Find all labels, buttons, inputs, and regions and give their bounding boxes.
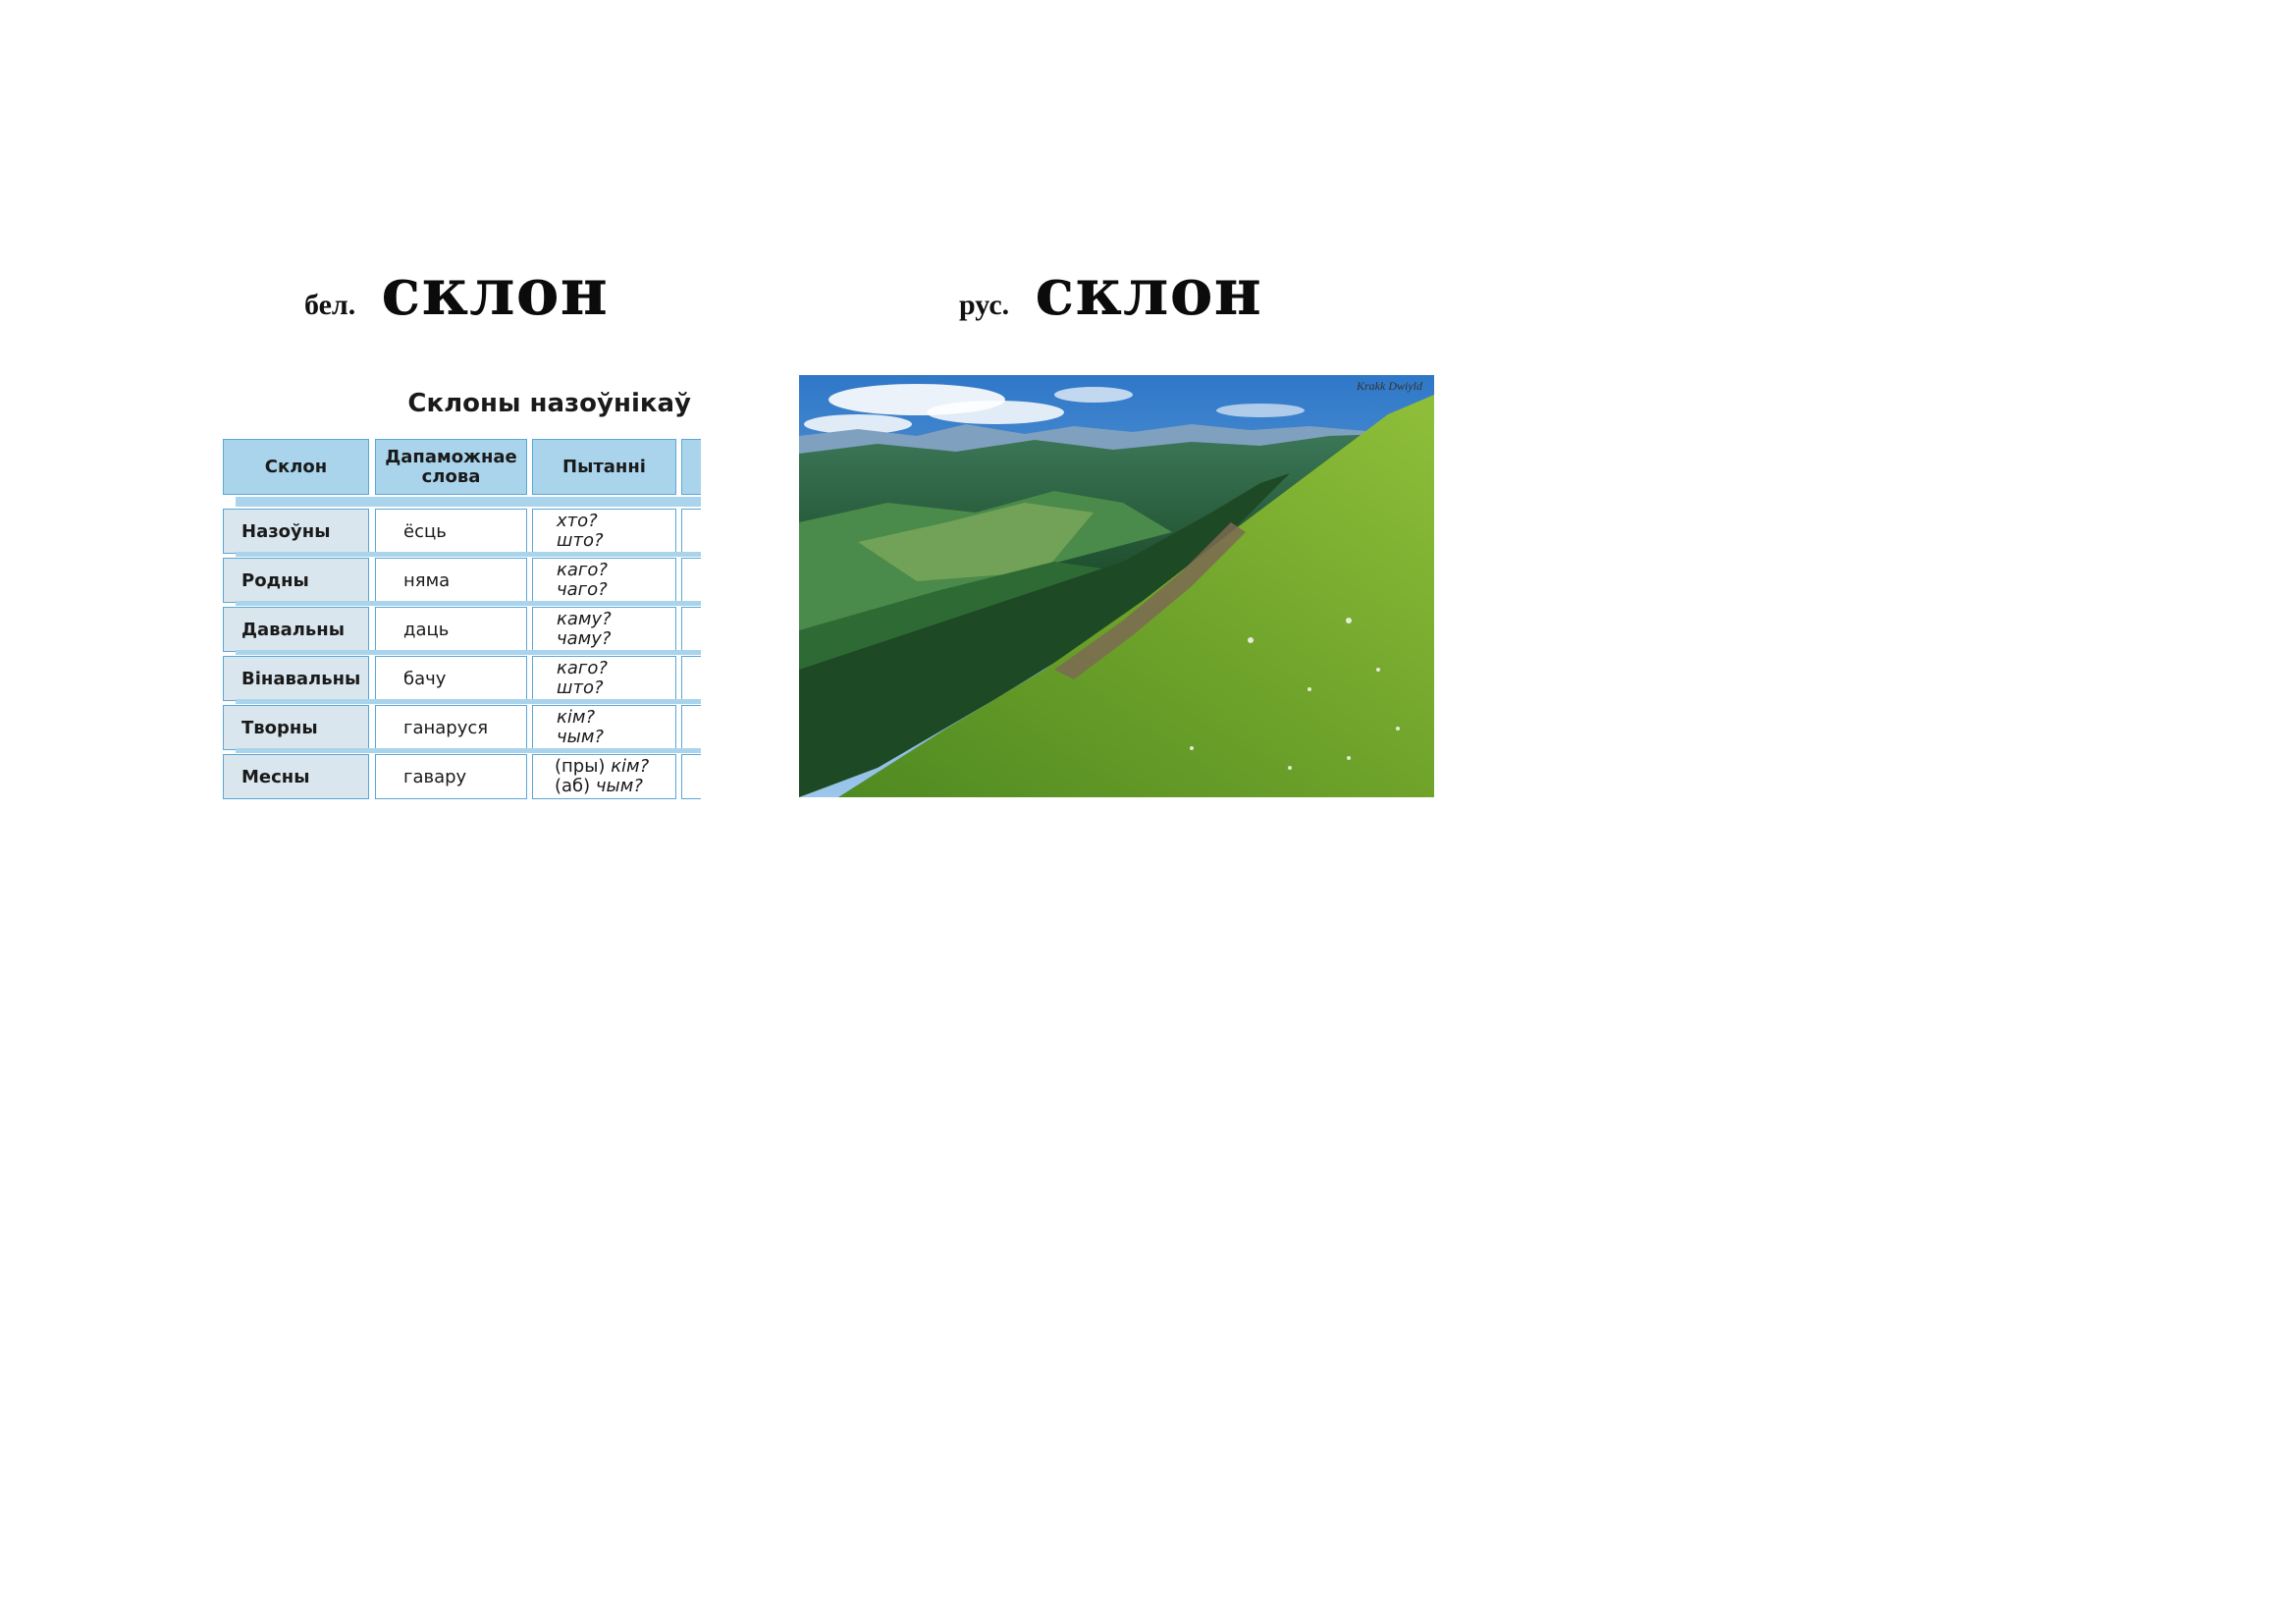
- question-2: чым?: [595, 776, 643, 796]
- header-questions: Пытанні: [532, 439, 676, 495]
- table-row: Творны ганаруся кім? чым?: [222, 699, 701, 750]
- case-name: Назоўны: [223, 509, 369, 554]
- preposition: (аб): [555, 776, 591, 796]
- questions: каго? чаго?: [532, 558, 676, 603]
- question-1: каго?: [557, 658, 608, 678]
- header-helper-word: Дапаможнае слова: [375, 439, 527, 495]
- row-separator: [236, 699, 701, 704]
- case-name: Вінавальны: [223, 656, 369, 701]
- cut-off-cell: [681, 656, 701, 701]
- lang-label-rus: рус.: [959, 289, 1010, 321]
- questions: (пры) кім? (аб) чым?: [532, 754, 676, 799]
- case-name: Творны: [223, 705, 369, 750]
- photo-watermark: Krakk Dwiyld: [1357, 379, 1422, 393]
- question-line-2: (аб) чым?: [555, 777, 675, 796]
- question-line-1: (пры) кім?: [555, 757, 675, 777]
- question-2: чаму?: [557, 628, 612, 649]
- cut-off-cell: [681, 705, 701, 750]
- heading-russian: рус. склон: [959, 253, 1262, 332]
- header-cut-off-column: [681, 439, 701, 495]
- preposition: (пры): [555, 756, 606, 777]
- question-2: чаго?: [557, 579, 608, 600]
- question-1: кім?: [557, 707, 596, 728]
- case-name: Родны: [223, 558, 369, 603]
- questions: каму? чаму?: [532, 607, 676, 652]
- questions: хто? што?: [532, 509, 676, 554]
- question-1: кім?: [611, 756, 650, 777]
- word-sklon-rus: склон: [1035, 253, 1262, 330]
- question-1: хто?: [557, 511, 598, 531]
- question-2: што?: [557, 530, 604, 551]
- heading-belarusian: бел. склон: [304, 253, 609, 332]
- cut-off-cell: [681, 754, 701, 799]
- table-row: Вінавальны бачу каго? што?: [222, 650, 701, 701]
- declension-table: Склоны назоўнікаў Склон Дапаможнае слова…: [222, 385, 701, 801]
- table-row: Родны няма каго? чаго?: [222, 552, 701, 603]
- table-row: Назоўны ёсць хто? што?: [222, 507, 701, 554]
- row-separator: [236, 650, 701, 655]
- table-row: Давальны даць каму? чаму?: [222, 601, 701, 652]
- question-2: чым?: [557, 727, 604, 747]
- helper-word: ёсць: [375, 509, 527, 554]
- questions: кім? чым?: [532, 705, 676, 750]
- helper-word: няма: [375, 558, 527, 603]
- helper-word: даць: [375, 607, 527, 652]
- table-row: Месны гавару (пры) кім? (аб) чым?: [222, 748, 701, 799]
- cut-off-cell: [681, 558, 701, 603]
- helper-word: гавару: [375, 754, 527, 799]
- table-header-row: Склон Дапаможнае слова Пытанні: [222, 439, 701, 497]
- question-1: каго?: [557, 560, 608, 580]
- cut-off-cell: [681, 509, 701, 554]
- table-title: Склоны назоўнікаў: [407, 389, 691, 418]
- question-2: што?: [557, 677, 604, 698]
- helper-word: бачу: [375, 656, 527, 701]
- header-case: Склон: [223, 439, 369, 495]
- word-sklon-bel: склон: [381, 253, 609, 330]
- row-separator: [236, 748, 701, 753]
- mountain-slope-photo: Krakk Dwiyld: [799, 375, 1434, 797]
- questions: каго? што?: [532, 656, 676, 701]
- cut-off-cell: [681, 607, 701, 652]
- lang-label-bel: бел.: [304, 289, 356, 321]
- header-band: [236, 497, 701, 507]
- helper-word: ганаруся: [375, 705, 527, 750]
- question-1: каму?: [557, 609, 612, 629]
- case-name: Месны: [223, 754, 369, 799]
- row-separator: [236, 552, 701, 557]
- case-name: Давальны: [223, 607, 369, 652]
- row-separator: [236, 601, 701, 606]
